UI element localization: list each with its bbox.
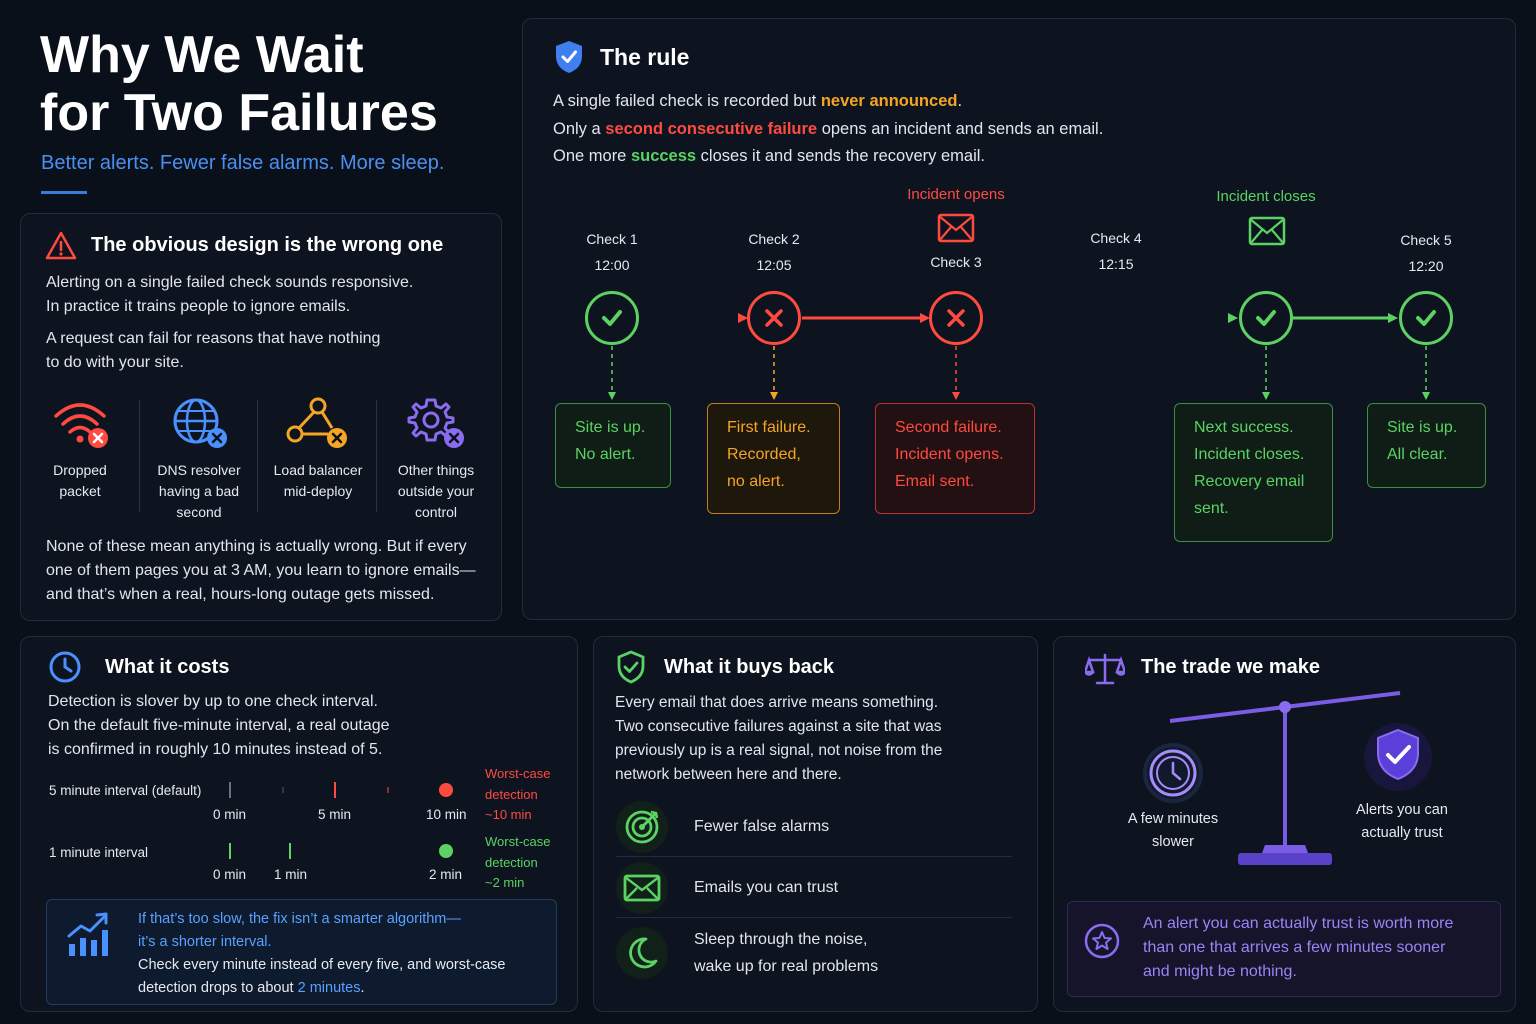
interval-1-label: 1 minute interval: [49, 845, 149, 860]
check-label: Check 3: [930, 254, 982, 270]
tip-box: [46, 899, 557, 1005]
worst-case-5-note: Worst-case detection ~10 min: [485, 766, 551, 822]
page-title: Why We Wait for Two Failures: [40, 26, 438, 142]
obvious-design-panel: [20, 213, 502, 621]
benefit-item: Emails you can trust: [616, 858, 1012, 918]
check-failure-icon: [929, 291, 983, 345]
wifi-error-icon: [54, 403, 108, 448]
tick-label: 0 min: [213, 807, 247, 822]
trade-title: The trade we make: [1141, 656, 1320, 678]
incident-opens-label: Incident opens: [907, 186, 1005, 203]
target-icon: [616, 800, 668, 853]
timeline-connectors: [608, 313, 1430, 400]
mail-red-icon: [937, 213, 975, 243]
warning-icon: [45, 231, 77, 260]
scales-icon: [1085, 653, 1125, 685]
tick-label: 0 min: [213, 867, 247, 882]
check-label: Check 5 12:20: [1400, 232, 1452, 274]
mail-icon: [616, 861, 668, 914]
step-box-site-up: Site is up. No alert.: [555, 403, 671, 488]
check-success-icon: [1399, 291, 1453, 345]
moon-icon: [616, 927, 668, 979]
quote-box: [1067, 901, 1501, 997]
tick-label: 1 min: [274, 867, 308, 882]
reason-label: DNS resolver having a bad second: [157, 462, 241, 520]
trade-right-label: Alerts you can actually trust: [1356, 802, 1448, 841]
costs-title: What it costs: [105, 656, 230, 678]
quote-text: An alert you can actually trust is worth…: [1143, 915, 1454, 980]
tick-label: 2 min: [429, 867, 463, 882]
benefit-item: Fewer false alarms: [616, 797, 1012, 857]
globe-error-icon: [173, 398, 227, 448]
obvious-reasons-intro: A request can fail for reasons that have…: [46, 330, 381, 371]
tip-text: If that’s too slow, the fix isn’t a smar…: [138, 911, 506, 996]
rule-text: A single failed check is recorded but ne…: [553, 92, 1104, 165]
step-box-next-success: Next success. Incident closes. Recovery …: [1174, 403, 1333, 542]
reason-label: Other things outside your control: [397, 462, 475, 520]
trade-left-label: A few minutes slower: [1127, 811, 1219, 850]
clock-icon: [49, 651, 81, 683]
shield-check-icon: [556, 41, 582, 73]
check-success-icon: [1239, 291, 1293, 345]
balance-scale-illustration: [1143, 691, 1432, 865]
divider: [376, 400, 377, 512]
worst-case-1-note: Worst-case detection ~2 min: [485, 834, 551, 890]
mail-green-icon: [1248, 216, 1286, 246]
interval-5-bar: [229, 782, 453, 798]
gear-error-icon: [407, 398, 464, 448]
step-box-second-failure: Second failure. Incident opens. Email se…: [875, 403, 1035, 514]
shield-check-outline-icon: [617, 650, 645, 684]
page-subtitle: Better alerts. Fewer false alarms. More …: [41, 152, 445, 174]
check-label: Check 1 12:00: [586, 231, 638, 273]
obvious-conclusion: None of these mean anything is actually …: [46, 538, 476, 603]
star-badge-icon: [1084, 923, 1120, 959]
chart-up-icon: [67, 912, 108, 956]
divider: [257, 400, 258, 512]
network-error-icon: [286, 397, 347, 448]
tick-label: 5 min: [318, 807, 352, 822]
obvious-title: The obvious design is the wrong one: [91, 234, 444, 256]
tick-label: 10 min: [426, 807, 467, 822]
check-label: Check 4 12:15: [1090, 230, 1142, 272]
buys-back-title: What it buys back: [664, 656, 835, 678]
rule-title: The rule: [600, 44, 690, 70]
step-box-all-clear: Site is up. All clear.: [1367, 403, 1486, 488]
obvious-intro: Alerting on a single failed check sounds…: [46, 274, 414, 315]
check-failure-icon: [747, 291, 801, 345]
buys-back-text: Every email that does arrive means somet…: [615, 694, 943, 783]
costs-text: Detection is slover by up to one check i…: [48, 693, 390, 758]
benefit-item: Sleep through the noise, wake up for rea…: [616, 918, 1012, 988]
subtitle-divider: [41, 191, 87, 194]
step-box-first-failure: First failure. Recorded, no alert.: [707, 403, 840, 514]
reason-label: Load balancer mid-deploy: [273, 462, 363, 499]
reason-label: Dropped packet: [53, 462, 107, 499]
incident-closes-label: Incident closes: [1216, 188, 1316, 205]
check-label: Check 2 12:05: [748, 231, 800, 273]
divider: [139, 400, 140, 512]
interval-1-bar: [229, 843, 453, 859]
check-success-icon: [585, 291, 639, 345]
interval-5-label: 5 minute interval (default): [49, 783, 202, 798]
